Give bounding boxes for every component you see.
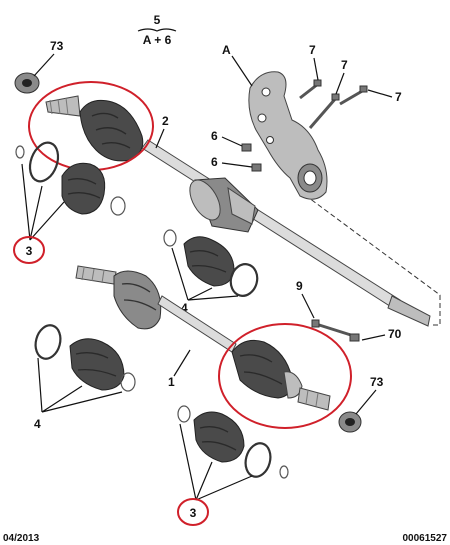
cv-joint-lower-right xyxy=(231,339,331,411)
cv-joint-upper-left xyxy=(45,95,144,162)
nut-top xyxy=(14,72,40,94)
label-shaft-right: 2 xyxy=(162,114,169,128)
knuckle-studs xyxy=(241,143,262,172)
label-shaft-left: 1 xyxy=(168,375,175,389)
highlight-boot-kit-bottom xyxy=(177,498,209,526)
label-nut-bottom: 73 xyxy=(370,375,384,389)
label-knuckle: A xyxy=(222,43,231,57)
footer-date: 04/2013 xyxy=(3,533,40,544)
drive-shaft-left xyxy=(75,265,237,353)
label-boot-kit-mid: 4 xyxy=(181,301,188,315)
label-bolt-3: 7 xyxy=(395,90,402,104)
label-nut-top: 73 xyxy=(50,39,64,53)
label-stud-1: 6 xyxy=(211,129,218,143)
label-pin: 9 xyxy=(296,279,303,293)
steering-knuckle xyxy=(248,71,328,200)
knuckle-bolts xyxy=(299,79,368,129)
footer-ref: 00061527 xyxy=(403,533,448,544)
label-boot-kit-bottom: 3 xyxy=(190,506,197,520)
header-brace xyxy=(137,28,177,32)
label-boot-kit-left: 4 xyxy=(34,417,41,431)
label-screw: 70 xyxy=(388,327,402,341)
header-top-label: 5 xyxy=(154,13,161,27)
boot-kit-left xyxy=(34,324,136,392)
boot-kit-bottom xyxy=(177,405,289,479)
nut-bottom xyxy=(338,411,362,433)
label-stud-2: 6 xyxy=(211,155,218,169)
boot-kit-mid xyxy=(163,229,259,297)
highlight-lower-joint xyxy=(218,323,352,429)
pin-and-screw xyxy=(311,319,360,342)
label-boot-kit-top: 3 xyxy=(26,244,33,258)
boot-kit-top xyxy=(15,141,126,216)
label-bolt-2: 7 xyxy=(341,58,348,72)
drive-shaft-right xyxy=(141,139,441,327)
label-bolt-1: 7 xyxy=(309,43,316,57)
highlight-boot-kit-top xyxy=(13,236,45,264)
header-bottom-label: A + 6 xyxy=(143,33,172,47)
